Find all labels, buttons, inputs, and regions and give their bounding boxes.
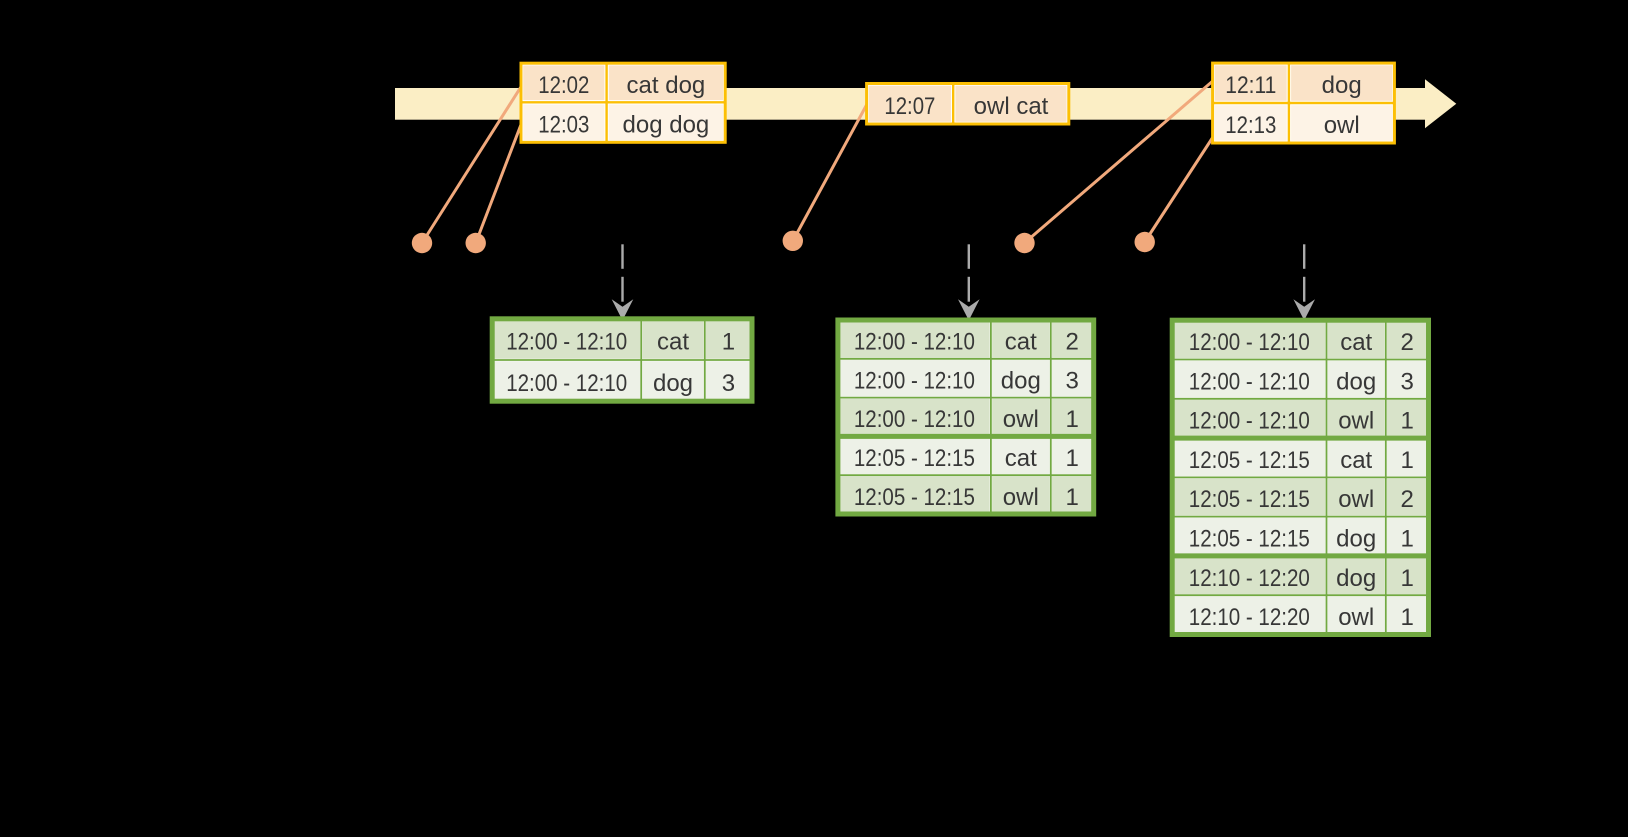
- svg-text:12:03: 12:03: [538, 112, 589, 139]
- svg-text:3: 3: [1401, 368, 1414, 395]
- svg-text:1: 1: [1401, 447, 1414, 474]
- svg-text:dog dog: dog dog: [623, 112, 710, 139]
- svg-text:cat: cat: [657, 329, 689, 356]
- svg-text:1: 1: [722, 329, 735, 356]
- svg-text:12:11: 12:11: [1225, 72, 1276, 99]
- svg-text:12:00 - 12:10: 12:00 - 12:10: [506, 370, 627, 397]
- svg-text:owl: owl: [1003, 406, 1039, 433]
- svg-text:owl: owl: [1003, 484, 1039, 511]
- svg-text:12:00 - 12:10: 12:00 - 12:10: [854, 367, 975, 394]
- svg-text:cat: cat: [1005, 445, 1037, 472]
- svg-text:12:05 - 12:15: 12:05 - 12:15: [1189, 526, 1310, 553]
- svg-text:cat: cat: [1005, 329, 1037, 356]
- svg-text:owl: owl: [1338, 408, 1374, 435]
- svg-text:12:00 - 12:10: 12:00 - 12:10: [506, 329, 627, 356]
- svg-text:12:00 - 12:10: 12:00 - 12:10: [1189, 329, 1310, 356]
- svg-text:1: 1: [1066, 484, 1079, 511]
- svg-text:dog: dog: [1336, 565, 1376, 592]
- svg-text:12:02: 12:02: [538, 72, 589, 99]
- svg-text:12:00 - 12:10: 12:00 - 12:10: [1189, 408, 1310, 435]
- svg-text:cat dog: cat dog: [627, 72, 706, 99]
- svg-text:12:00 - 12:10: 12:00 - 12:10: [854, 329, 975, 356]
- svg-text:1: 1: [1066, 406, 1079, 433]
- svg-text:12:10 - 12:20: 12:10 - 12:20: [1189, 604, 1310, 631]
- svg-text:owl: owl: [1338, 604, 1374, 631]
- svg-text:owl: owl: [1324, 112, 1360, 139]
- svg-text:3: 3: [722, 370, 735, 397]
- svg-text:1: 1: [1401, 565, 1414, 592]
- svg-text:2: 2: [1066, 329, 1079, 356]
- svg-text:12:05 - 12:15: 12:05 - 12:15: [1189, 486, 1310, 513]
- svg-text:1: 1: [1401, 604, 1414, 631]
- svg-text:owl: owl: [1338, 486, 1374, 513]
- svg-text:2: 2: [1401, 329, 1414, 356]
- svg-text:1: 1: [1401, 526, 1414, 553]
- svg-text:dog: dog: [1322, 72, 1362, 99]
- svg-text:cat: cat: [1340, 447, 1372, 474]
- svg-text:dog: dog: [1336, 526, 1376, 553]
- svg-text:12:07: 12:07: [884, 93, 935, 120]
- svg-text:owl cat: owl cat: [974, 93, 1049, 120]
- svg-text:1: 1: [1066, 445, 1079, 472]
- svg-text:dog: dog: [1336, 368, 1376, 395]
- svg-text:12:10 - 12:20: 12:10 - 12:20: [1189, 565, 1310, 592]
- svg-text:cat: cat: [1340, 329, 1372, 356]
- svg-text:dog: dog: [1001, 367, 1041, 394]
- svg-text:12:05 - 12:15: 12:05 - 12:15: [854, 445, 975, 472]
- svg-text:12:05 - 12:15: 12:05 - 12:15: [854, 484, 975, 511]
- svg-text:12:05 - 12:15: 12:05 - 12:15: [1189, 447, 1310, 474]
- svg-text:12:00 - 12:10: 12:00 - 12:10: [1189, 368, 1310, 395]
- svg-text:1: 1: [1401, 408, 1414, 435]
- svg-text:12:00 - 12:10: 12:00 - 12:10: [854, 406, 975, 433]
- svg-text:2: 2: [1401, 486, 1414, 513]
- svg-text:dog: dog: [653, 370, 693, 397]
- svg-text:3: 3: [1066, 367, 1079, 394]
- svg-text:12:13: 12:13: [1225, 112, 1276, 139]
